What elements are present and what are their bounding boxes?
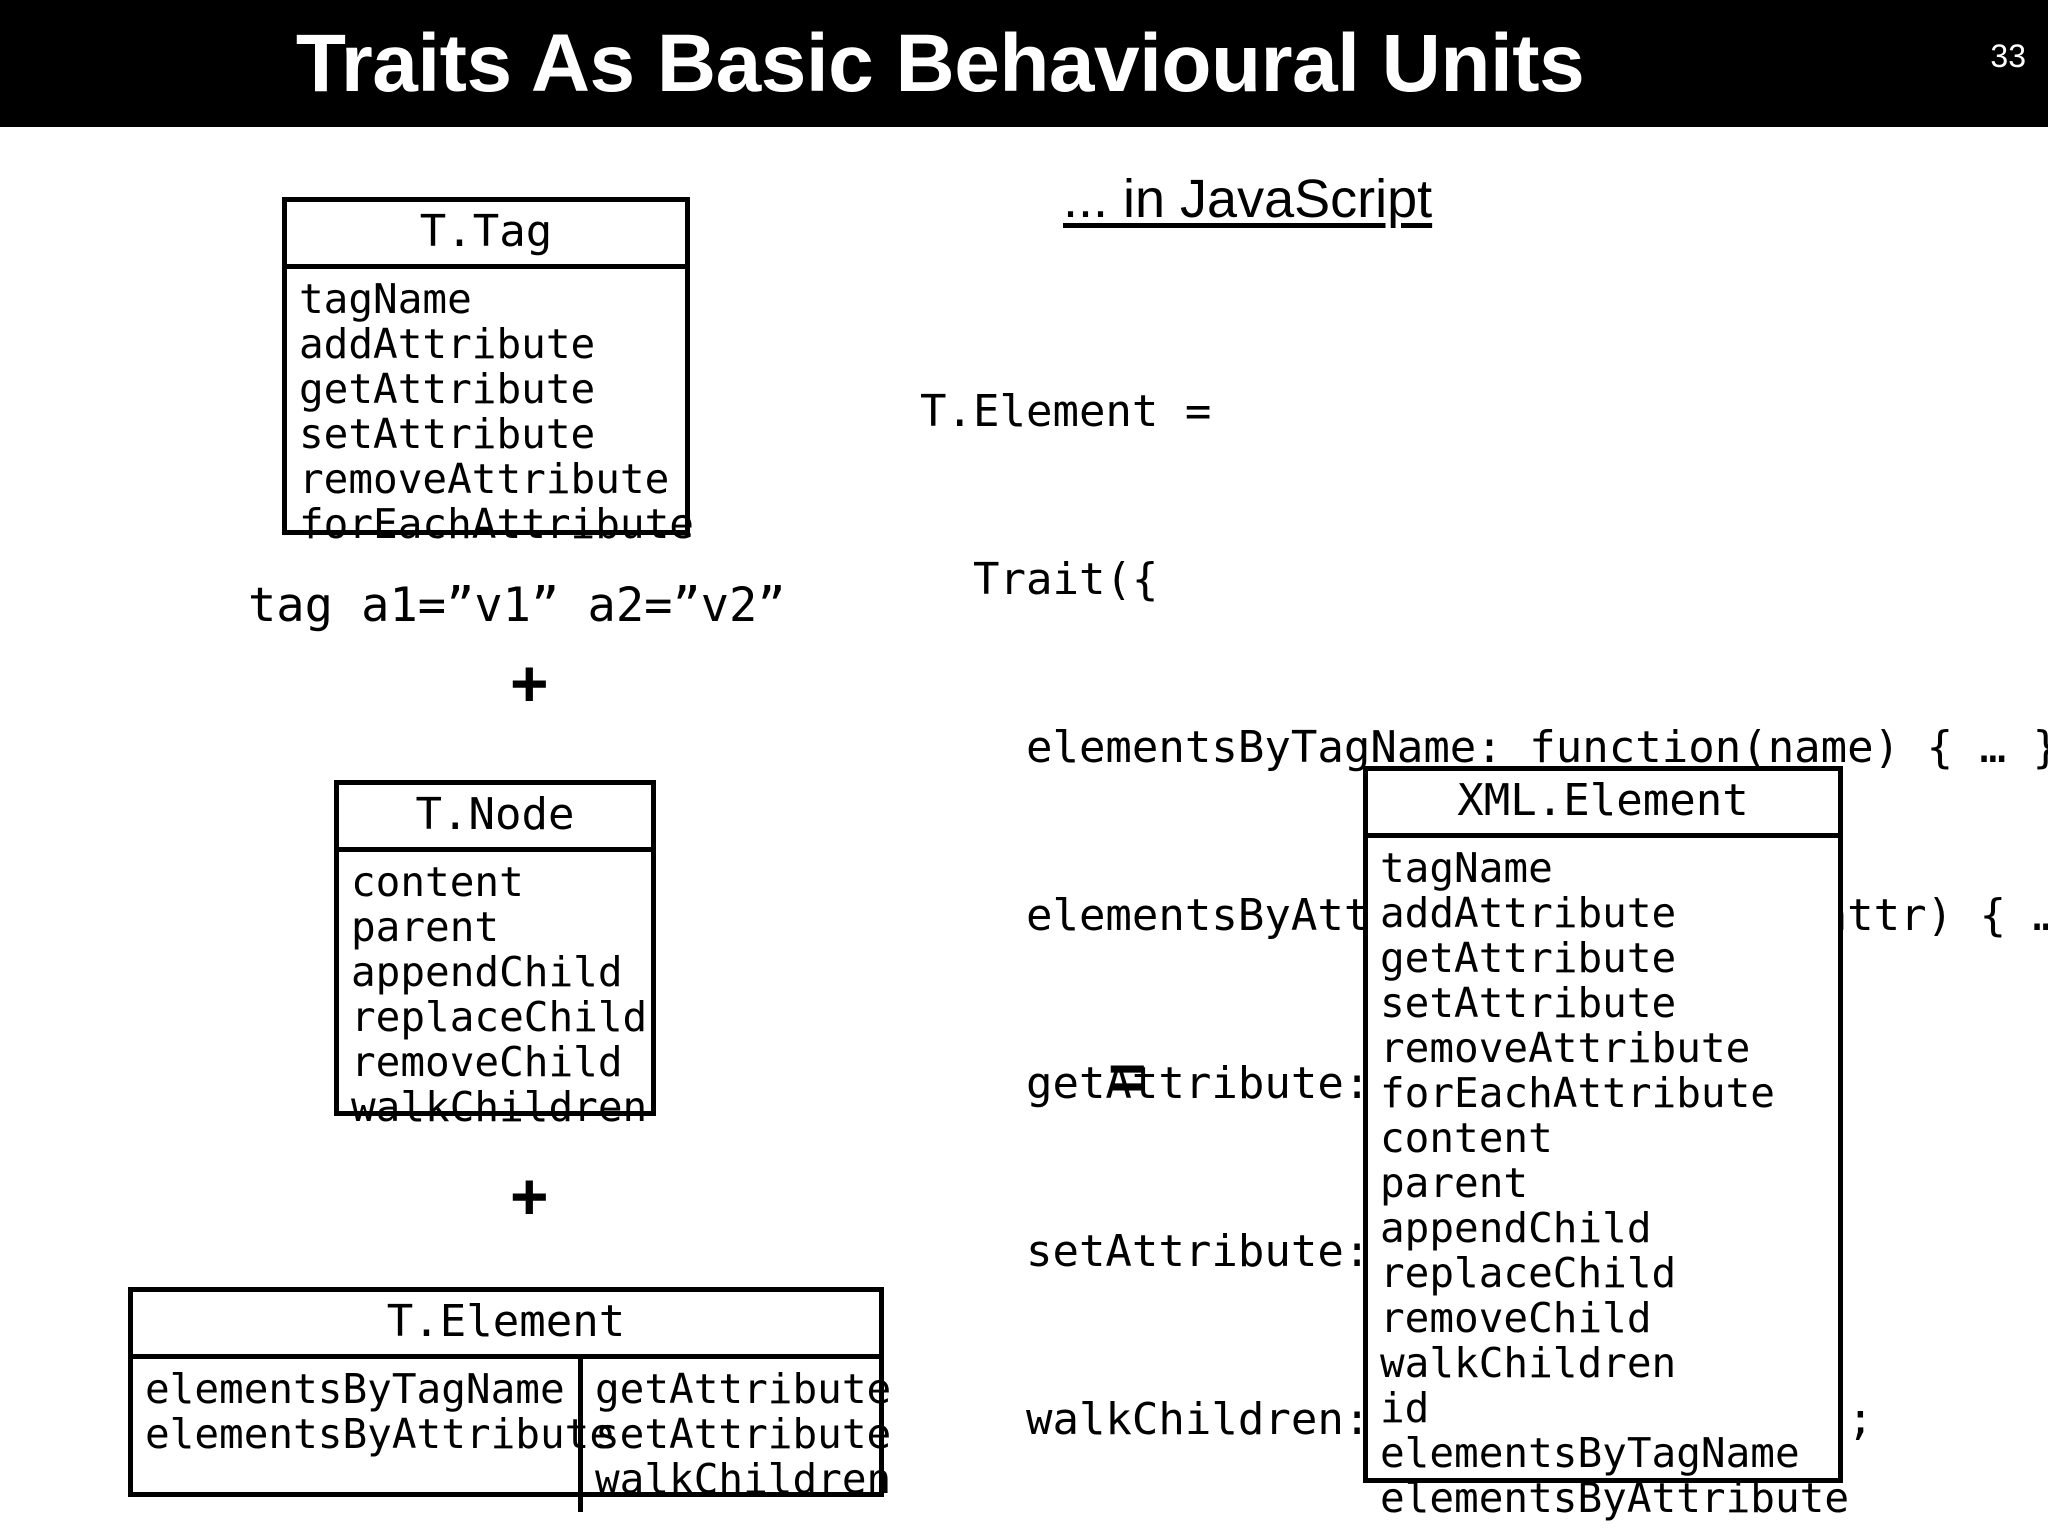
list-item: parent — [351, 903, 500, 952]
list-item: parent — [1380, 1159, 1529, 1208]
plus-operator-icon: + — [510, 1159, 549, 1233]
trait-box-t-node-title: T.Node — [339, 785, 651, 853]
trait-box-t-element-member-list-left: elementsByTagName elementsByAttribute — [133, 1359, 614, 1467]
list-item: removeChild — [351, 1038, 623, 1087]
list-item: getAttribute — [595, 1365, 892, 1414]
list-item: walkChildren — [595, 1455, 892, 1504]
list-item: setAttribute — [299, 410, 596, 459]
slide-number-badge: 33 — [1990, 38, 2026, 74]
trait-box-t-node: T.Node content parent appendChild replac… — [334, 780, 656, 1128]
list-item: removeAttribute — [299, 455, 670, 504]
list-item: elementsByTagName — [145, 1365, 565, 1414]
class-box-xml-element-title: XML.Element — [1368, 771, 1838, 839]
equals-operator-icon: = — [1108, 1040, 1147, 1114]
list-item: getAttribute — [299, 365, 596, 414]
list-item: tagName — [299, 275, 472, 324]
trait-box-t-element: T.Element elementsByTagName elementsByAt… — [128, 1287, 891, 1513]
trait-box-t-element-body: elementsByTagName elementsByAttribute ge… — [133, 1359, 891, 1513]
list-item: tagName — [1380, 844, 1553, 893]
list-item: replaceChild — [351, 993, 648, 1042]
list-item: getAttribute — [1380, 934, 1677, 983]
list-item: removeChild — [1380, 1294, 1652, 1343]
list-item: addAttribute — [299, 320, 596, 369]
trait-box-t-tag-member-list: tagName addAttribute getAttribute setAtt… — [287, 269, 704, 557]
code-line: T.Element = — [920, 386, 1212, 437]
list-item: walkChildren — [351, 1083, 648, 1132]
list-item: setAttribute — [1380, 979, 1677, 1028]
trait-box-t-node-body: content parent appendChild replaceChild … — [339, 852, 651, 1128]
class-box-xml-element: XML.Element tagName addAttribute getAttr… — [1363, 766, 1849, 1519]
list-item: content — [351, 858, 524, 907]
trait-box-t-element-member-list-right: getAttribute setAttribute walkChildren — [578, 1359, 901, 1513]
tag-sample-text: tag a1=”v1” a2=”v2” — [248, 578, 786, 633]
list-item: replaceChild — [1380, 1249, 1677, 1298]
list-item: elementsByAttribute — [1380, 1474, 1849, 1523]
trait-box-t-tag-body: tagName addAttribute getAttribute setAtt… — [287, 269, 694, 545]
list-item: walkChildren — [1380, 1339, 1677, 1388]
list-item: setAttribute — [595, 1410, 892, 1459]
list-item: id — [1380, 1384, 1430, 1433]
trait-box-t-tag-title: T.Tag — [287, 202, 685, 270]
list-item: content — [1380, 1114, 1553, 1163]
list-item: appendChild — [351, 948, 623, 997]
trait-box-t-node-member-list: content parent appendChild replaceChild … — [339, 852, 657, 1140]
code-line: elementsByTagName: function(name) { … }, — [920, 722, 2048, 773]
list-item: addAttribute — [1380, 889, 1677, 938]
javascript-section-heading: ... in JavaScript — [1063, 169, 1433, 229]
trait-box-t-tag: T.Tag tagName addAttribute getAttribute … — [282, 197, 694, 545]
list-item: forEachAttribute — [1380, 1069, 1775, 1118]
trait-box-t-element-title: T.Element — [133, 1292, 879, 1360]
list-item: removeAttribute — [1380, 1024, 1751, 1073]
list-item: elementsByTagName — [1380, 1429, 1800, 1478]
class-box-xml-element-body: tagName addAttribute getAttribute setAtt… — [1368, 838, 1849, 1519]
page-title: Traits As Basic Behavioural Units — [295, 17, 1585, 109]
list-item: elementsByAttribute — [145, 1410, 614, 1459]
slide-title-bar: Traits As Basic Behavioural Units 33 — [0, 0, 2048, 127]
list-item: forEachAttribute — [299, 500, 694, 549]
class-box-xml-element-member-list: tagName addAttribute getAttribute setAtt… — [1368, 838, 1855, 1531]
code-line: Trait({ — [920, 554, 1159, 605]
list-item: appendChild — [1380, 1204, 1652, 1253]
plus-operator-icon: + — [510, 646, 549, 720]
